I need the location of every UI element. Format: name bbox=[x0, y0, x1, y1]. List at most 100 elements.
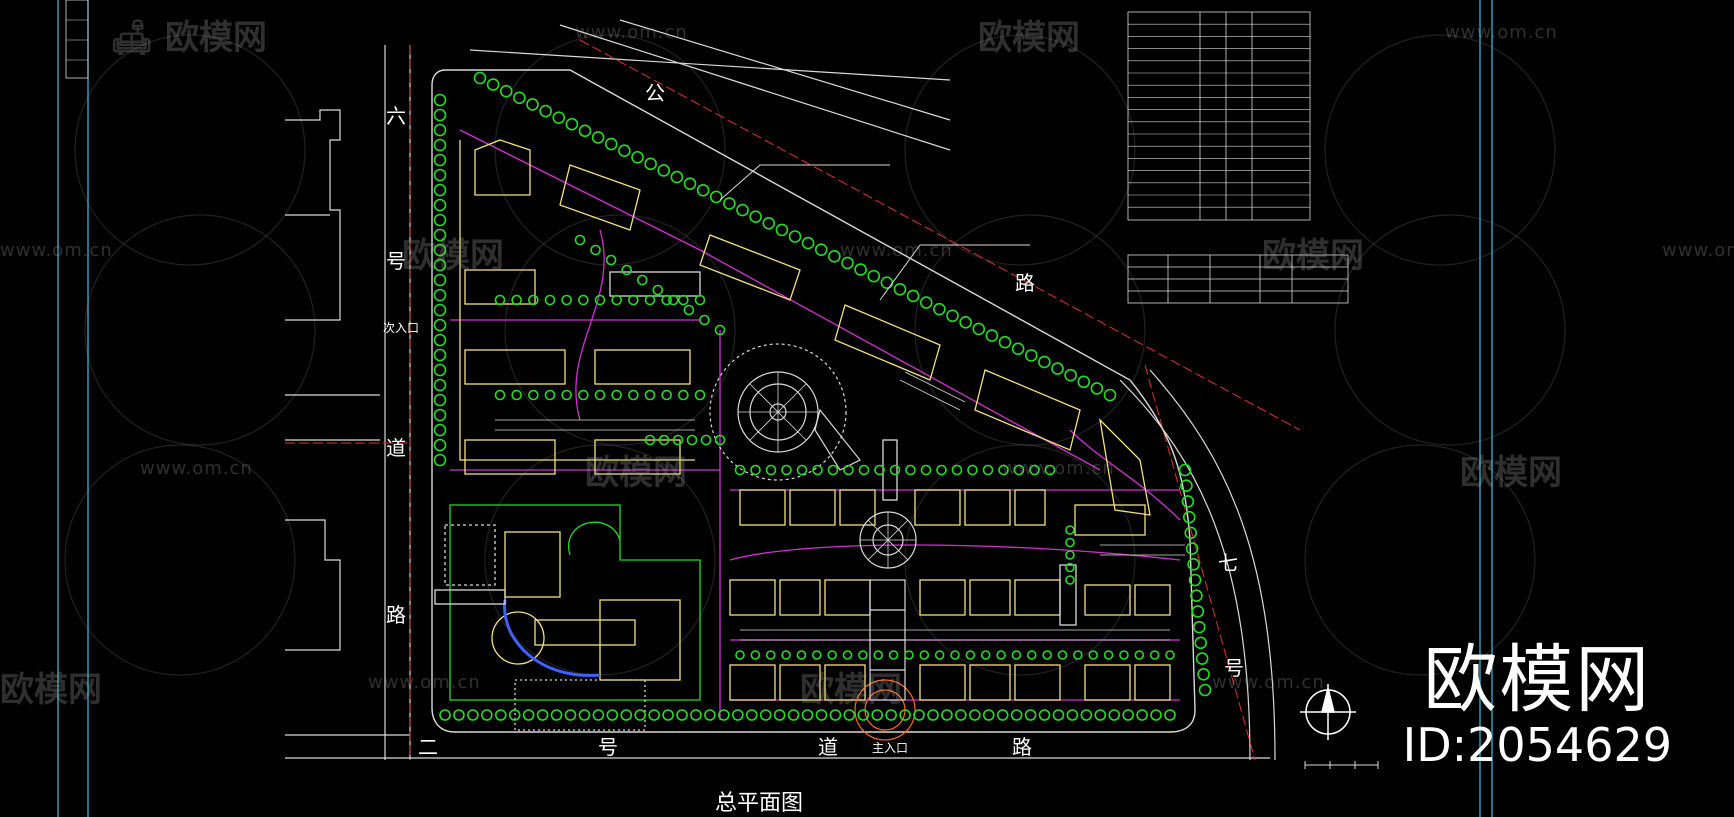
tree-symbol bbox=[508, 709, 521, 721]
tree-symbol bbox=[528, 294, 539, 306]
tree-symbol bbox=[433, 363, 447, 377]
tree-symbol bbox=[473, 71, 487, 85]
tree-symbol bbox=[644, 389, 656, 401]
tree-symbol bbox=[867, 269, 881, 283]
tree-symbol bbox=[814, 243, 828, 257]
central-plazas bbox=[709, 343, 917, 741]
tree-symbol bbox=[996, 650, 1006, 660]
tree-symbol bbox=[1065, 575, 1075, 585]
tree-symbol bbox=[618, 144, 631, 157]
tree-symbol bbox=[1065, 550, 1075, 560]
tree-symbol bbox=[433, 318, 447, 332]
tree-symbol bbox=[1195, 652, 1209, 665]
tree-symbol bbox=[644, 294, 656, 306]
tree-symbol bbox=[433, 423, 447, 437]
tree-symbol bbox=[606, 709, 619, 721]
tree-symbol bbox=[661, 294, 672, 306]
tree-symbol bbox=[591, 131, 605, 144]
tree-symbol bbox=[1052, 709, 1065, 721]
parking-rows bbox=[495, 371, 1185, 641]
tree-symbol bbox=[781, 464, 792, 476]
tree-symbol bbox=[1178, 463, 1192, 477]
tree-symbol bbox=[453, 709, 465, 721]
tree-symbol bbox=[788, 230, 802, 243]
tree-symbol bbox=[658, 434, 670, 446]
tree-symbol bbox=[941, 709, 953, 721]
tree-symbol bbox=[933, 302, 946, 316]
tree-symbol bbox=[700, 434, 712, 446]
tree-symbol bbox=[765, 650, 776, 660]
tree-symbol bbox=[950, 650, 960, 660]
tree-symbol bbox=[843, 709, 856, 721]
tree-symbol bbox=[1165, 650, 1175, 660]
tree-symbol bbox=[858, 650, 868, 660]
tree-symbol bbox=[433, 138, 447, 152]
tree-symbol bbox=[433, 393, 447, 407]
tree-symbol bbox=[959, 316, 972, 329]
tree-symbol bbox=[812, 464, 823, 476]
tree-symbol bbox=[683, 304, 695, 316]
tree-symbol bbox=[827, 464, 839, 476]
tree-symbol bbox=[594, 389, 606, 401]
tree-symbol bbox=[511, 294, 522, 306]
tree-symbol bbox=[1150, 709, 1162, 721]
tree-symbol bbox=[1073, 650, 1083, 660]
tree-symbol bbox=[550, 709, 563, 721]
tree-symbol bbox=[672, 434, 684, 446]
table-rows bbox=[1128, 23, 1310, 208]
tree-symbol bbox=[1180, 479, 1193, 493]
tree-symbol bbox=[552, 111, 566, 124]
tree-symbol bbox=[731, 709, 744, 721]
north-arrow-icon bbox=[1300, 684, 1356, 740]
tree-symbol bbox=[1184, 526, 1198, 540]
east-road-char-1: 七 bbox=[1218, 551, 1238, 575]
site-boundary bbox=[431, 69, 1196, 733]
tree-symbol bbox=[605, 254, 617, 266]
main-entrance-label: 主入口 bbox=[872, 741, 908, 755]
tree-symbol bbox=[433, 438, 447, 452]
tree-symbol bbox=[690, 709, 702, 721]
tree-symbol bbox=[578, 389, 589, 401]
south-buildings bbox=[729, 439, 1171, 701]
tree-symbol bbox=[801, 709, 814, 721]
tree-symbol bbox=[1077, 375, 1091, 389]
tree-symbol bbox=[854, 263, 867, 276]
tree-symbol bbox=[906, 289, 920, 303]
tree-symbol bbox=[678, 389, 689, 401]
tree-symbol bbox=[749, 210, 762, 223]
tree-symbol bbox=[781, 650, 791, 660]
tree-symbol bbox=[919, 296, 933, 309]
tree-symbol bbox=[661, 389, 672, 401]
tree-symbol bbox=[652, 284, 664, 296]
tree-symbol bbox=[494, 709, 507, 721]
internal-roads bbox=[450, 129, 1181, 720]
tree-symbol bbox=[536, 709, 549, 721]
tree-symbol bbox=[433, 183, 447, 197]
tree-symbol bbox=[967, 464, 978, 476]
tree-symbol bbox=[1038, 355, 1051, 369]
tree-symbol bbox=[980, 650, 991, 660]
tree-symbol bbox=[439, 709, 451, 721]
tree-symbol bbox=[604, 137, 618, 151]
tree-symbol bbox=[1011, 342, 1025, 356]
tree-symbol bbox=[1188, 573, 1202, 587]
east-road-char-2: 号 bbox=[1224, 656, 1244, 680]
tree-symbol bbox=[433, 213, 447, 227]
tree-symbol bbox=[648, 709, 660, 721]
tree-symbol bbox=[828, 250, 841, 263]
tree-symbol bbox=[927, 709, 939, 721]
tree-symbol bbox=[1090, 382, 1104, 395]
tree-symbol bbox=[858, 464, 870, 476]
tree-symbol bbox=[578, 294, 589, 306]
tree-symbol bbox=[611, 389, 622, 401]
tree-symbol bbox=[913, 709, 925, 721]
north-road-char: 公 bbox=[645, 81, 665, 105]
tree-symbol bbox=[815, 709, 828, 721]
tree-symbol bbox=[1197, 667, 1210, 681]
tree-symbol bbox=[513, 91, 526, 105]
tree-symbol bbox=[696, 183, 710, 197]
drawing-frame bbox=[57, 0, 1493, 817]
tree-symbol bbox=[998, 464, 1009, 476]
tree-symbol bbox=[433, 168, 447, 182]
brand-id: ID:2054629 bbox=[1402, 718, 1672, 772]
